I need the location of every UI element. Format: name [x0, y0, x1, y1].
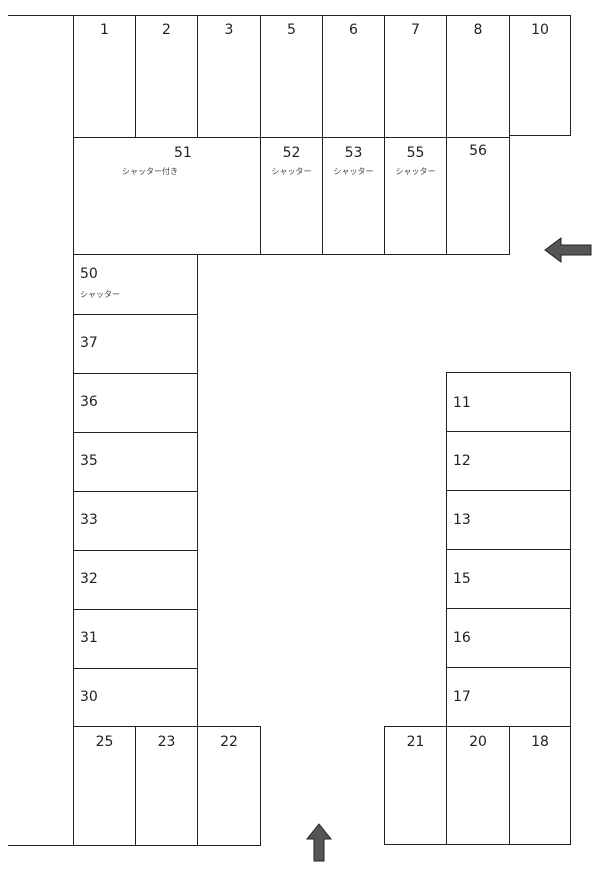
- space-8: 8: [446, 15, 510, 138]
- space-15: 15: [446, 549, 571, 609]
- space-35: 35: [73, 432, 198, 492]
- space-23: 23: [135, 726, 198, 846]
- space-36: 36: [73, 373, 198, 433]
- space-22: 22: [197, 726, 261, 846]
- space-11: 11: [446, 372, 571, 432]
- space-16: 16: [446, 608, 571, 668]
- space-55: 55 シャッター: [384, 137, 447, 255]
- space-20: 20: [446, 726, 510, 845]
- left-arrow-icon: [544, 237, 592, 263]
- space-2: 2: [135, 15, 198, 138]
- space-31: 31: [73, 609, 198, 669]
- space-56: 56: [446, 137, 510, 255]
- space-51: 51 シャッター付き: [73, 137, 261, 255]
- space-21: 21: [384, 726, 447, 845]
- space-30: 30: [73, 668, 198, 727]
- space-6: 6: [322, 15, 385, 138]
- space-53: 53 シャッター: [322, 137, 385, 255]
- space-1: 1: [73, 15, 136, 138]
- space-33: 33: [73, 491, 198, 551]
- up-arrow-icon: [305, 823, 333, 862]
- space-7: 7: [384, 15, 447, 138]
- space-32: 32: [73, 550, 198, 610]
- top-boundary-line: [8, 15, 73, 16]
- space-3: 3: [197, 15, 261, 138]
- space-17: 17: [446, 667, 571, 727]
- space-25: 25: [73, 726, 136, 846]
- space-18: 18: [509, 726, 571, 845]
- space-12: 12: [446, 431, 571, 491]
- space-37: 37: [73, 314, 198, 374]
- space-52: 52 シャッター: [260, 137, 323, 255]
- space-50: 50 シャッター: [73, 254, 198, 315]
- space-10: 10: [509, 15, 571, 136]
- space-5: 5: [260, 15, 323, 138]
- space-13: 13: [446, 490, 571, 550]
